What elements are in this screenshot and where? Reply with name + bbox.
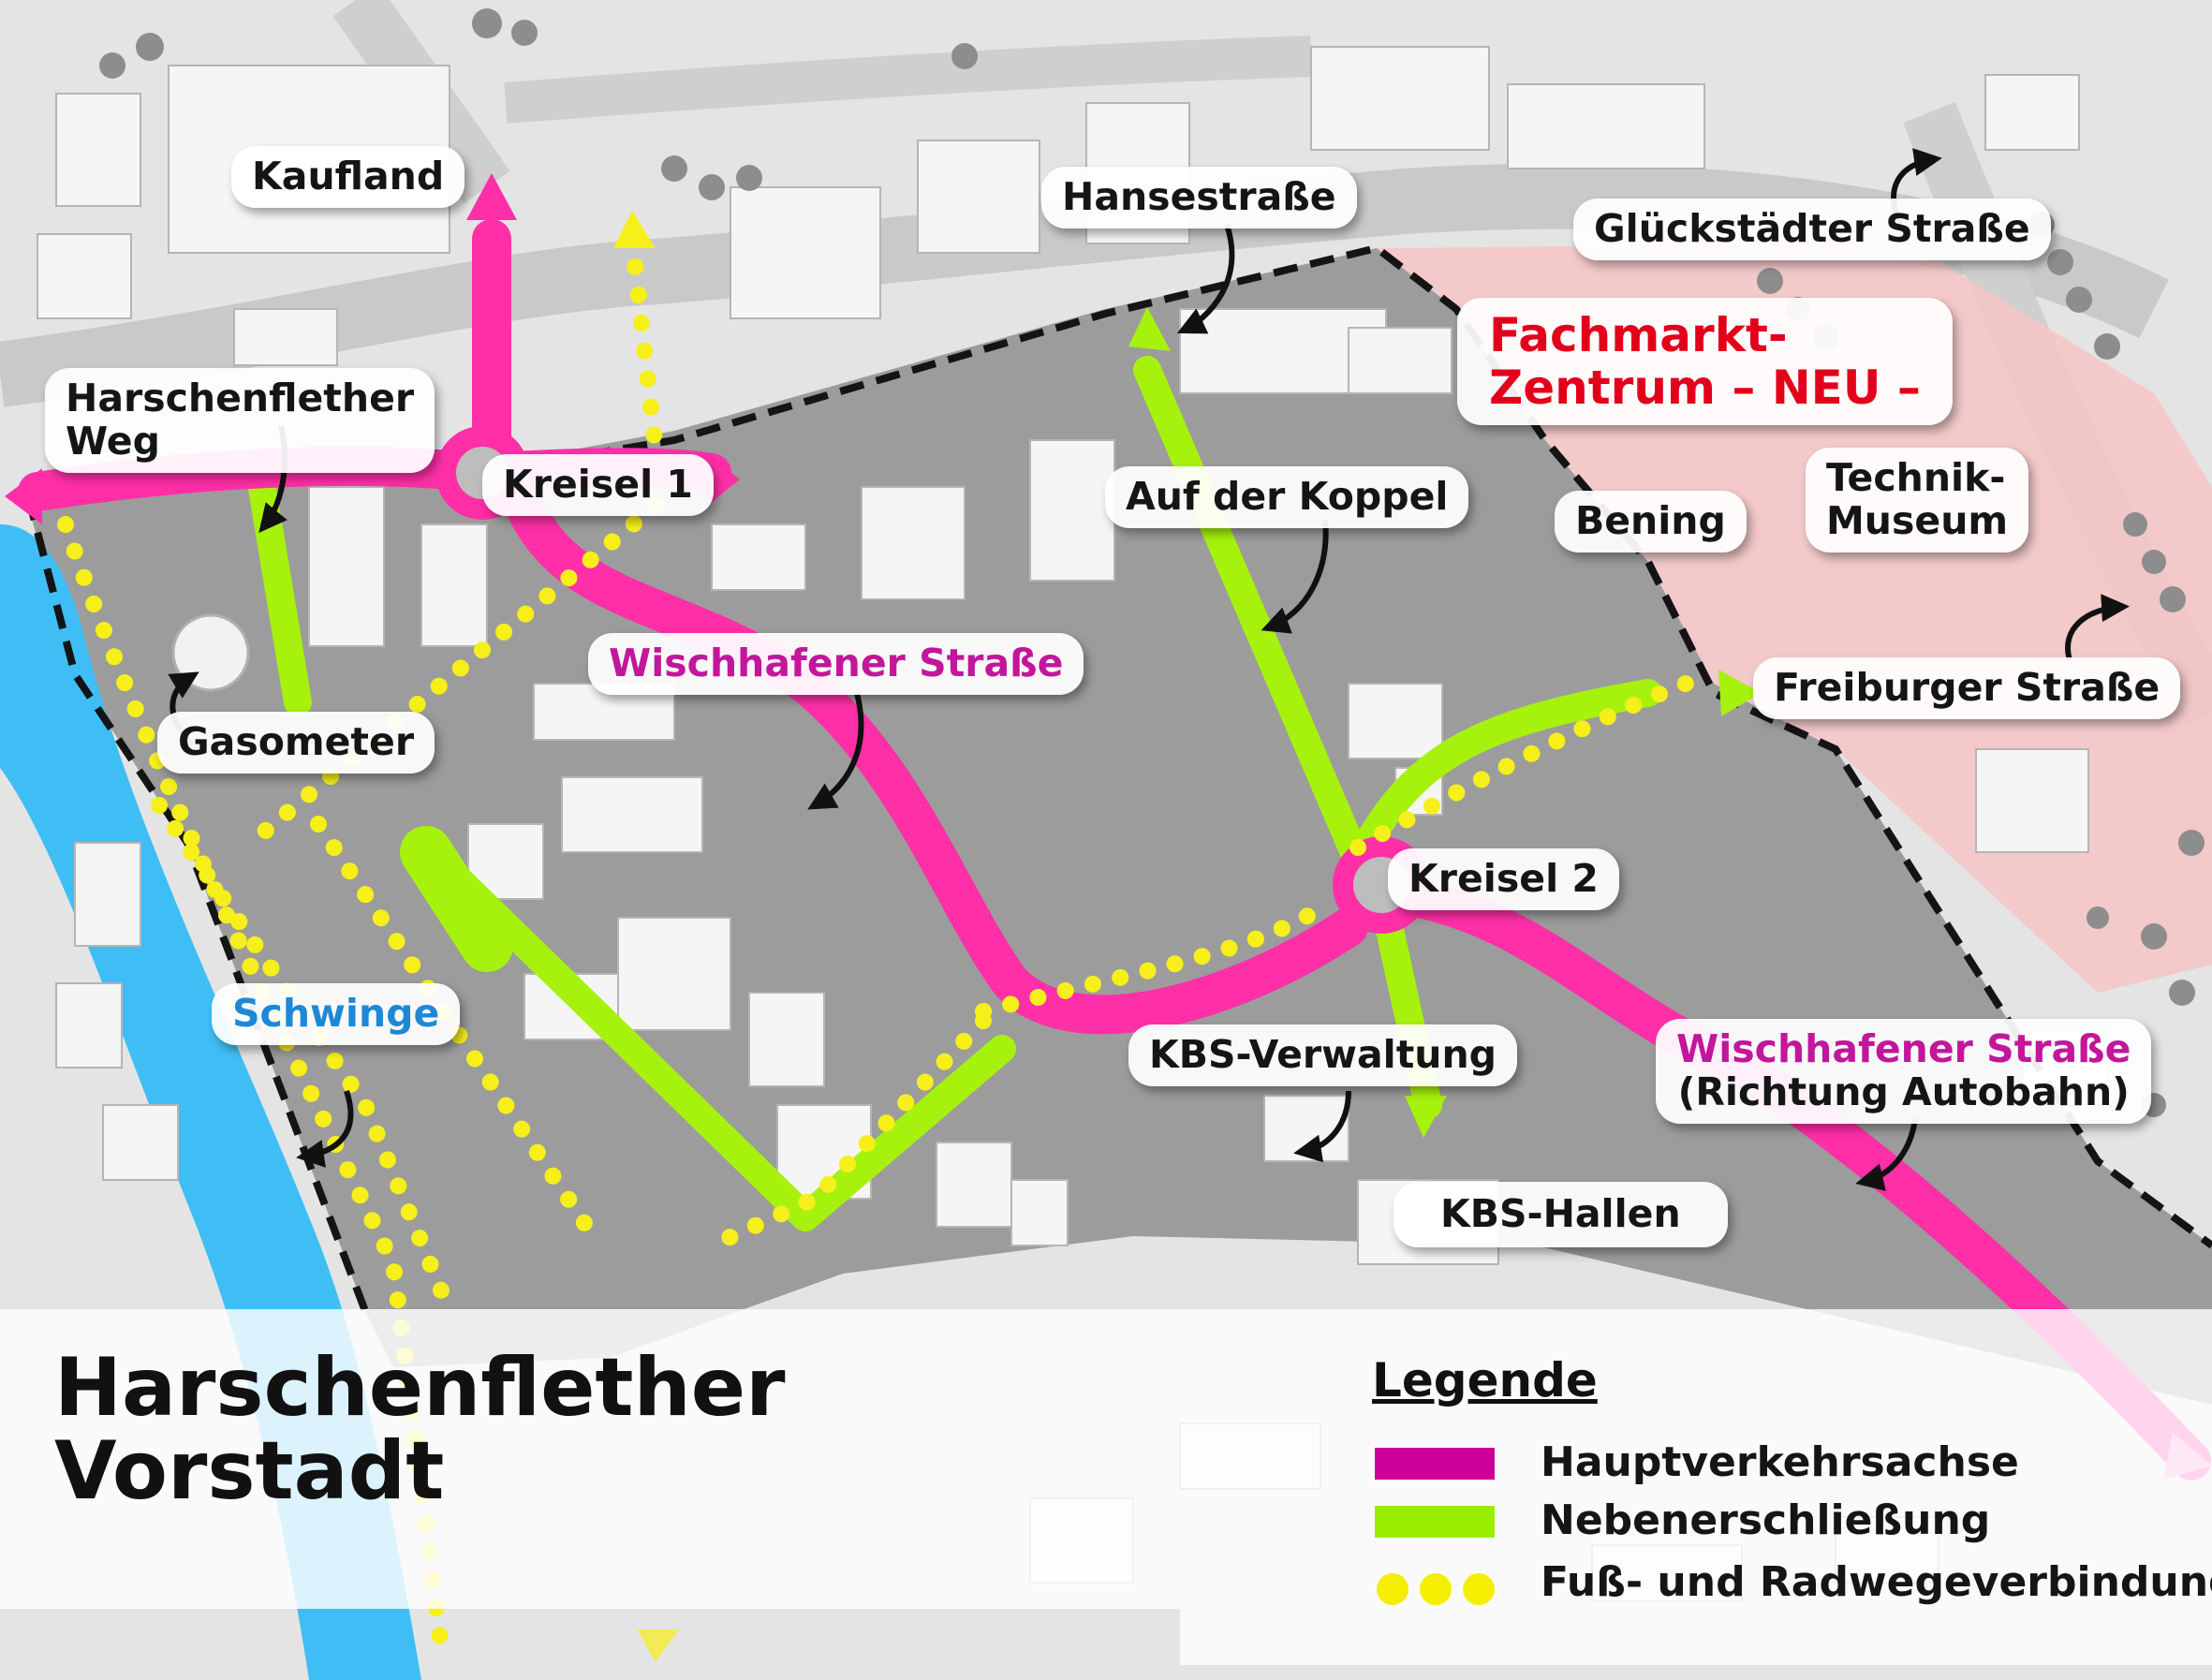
footpath-arrow-north — [613, 211, 656, 248]
legend-dot-footpath-2 — [1420, 1573, 1452, 1605]
label-bening: Bening — [1555, 491, 1747, 553]
legend-dot-footpath-3 — [1463, 1573, 1495, 1605]
footpaths — [57, 230, 1694, 1647]
label-hansestrasse: Hansestraße — [1041, 167, 1357, 228]
label-fachmarkt-line1: Fachmarkt- — [1489, 308, 1788, 362]
label-fachmarkt-zentrum: Fachmarkt- Zentrum – NEU – — [1457, 298, 1953, 425]
label-kbs-hallen: KBS-Hallen — [1394, 1182, 1728, 1247]
label-kaufland: Kaufland — [231, 146, 465, 208]
label-technik-museum-line2: Museum — [1826, 497, 2009, 543]
map-title-line2: Vorstadt — [54, 1424, 445, 1519]
legend-panel — [1180, 1309, 2212, 1665]
label-technik-museum: Technik- Museum — [1806, 448, 2029, 553]
secondary-arrow-north — [1128, 307, 1171, 351]
boundary-dashed-line-west — [24, 494, 369, 1313]
legend-title: Legende — [1372, 1353, 1598, 1407]
label-kreisel-2: Kreisel 2 — [1388, 848, 1619, 910]
secondary-road-end-west — [400, 826, 513, 972]
map-title: Harschenflether Vorstadt — [54, 1341, 786, 1519]
legend-dot-footpath-1 — [1377, 1573, 1408, 1605]
legend-label-secondary-road: Nebenerschließung — [1541, 1496, 1991, 1544]
label-kreisel-1: Kreisel 1 — [482, 454, 714, 516]
label-kbs-verwaltung: KBS-Verwaltung — [1128, 1024, 1518, 1086]
label-harschenflether-weg: Harschenflether Weg — [45, 368, 435, 473]
gasometer-building — [171, 613, 250, 692]
main-arrow-west — [5, 468, 42, 524]
footpath-arrow-south — [637, 1629, 679, 1662]
map-title-line1: Harschenflether — [54, 1341, 786, 1435]
legend-label-footpath: Fuß- und Radwegeverbindung — [1541, 1558, 2212, 1606]
pointer-arrows — [168, 148, 2130, 1191]
label-harschenflether-weg-line1: Harschenflether — [66, 376, 415, 420]
secondary-arrow-south — [1405, 1096, 1447, 1138]
label-fachmarkt-line2: Zentrum – NEU – — [1489, 361, 1921, 415]
legend-swatch-secondary-road — [1375, 1506, 1495, 1538]
label-gasometer: Gasometer — [157, 712, 435, 774]
label-wischhafener-strasse: Wischhafener Straße — [588, 633, 1084, 695]
secondary-arrow-east — [1718, 670, 1761, 716]
legend-label-main-road: Hauptverkehrsachse — [1541, 1438, 2019, 1486]
label-auf-der-koppel: Auf der Koppel — [1105, 466, 1469, 528]
title-panel — [0, 1309, 1180, 1609]
main-arrow-east — [707, 454, 740, 506]
freiburger-road-north — [504, 36, 1312, 124]
label-wischhafener2-line1: Wischhafener Straße — [1676, 1026, 2131, 1071]
label-harschenflether-weg-line2: Weg — [66, 418, 160, 464]
label-freiburger-strasse: Freiburger Straße — [1753, 657, 2181, 719]
label-wischhafener2-line2: (Richtung Autobahn) — [1677, 1068, 2130, 1114]
label-wischhafener-strasse-autobahn: Wischhafener Straße (Richtung Autobahn) — [1656, 1019, 2152, 1124]
main-arrow-north — [466, 173, 517, 220]
label-technik-museum-line1: Technik- — [1826, 455, 2006, 500]
label-schwinge: Schwinge — [212, 983, 461, 1045]
legend-swatch-main-road — [1375, 1448, 1495, 1480]
label-glueckstaedter-strasse: Glückstädter Straße — [1573, 199, 2051, 260]
